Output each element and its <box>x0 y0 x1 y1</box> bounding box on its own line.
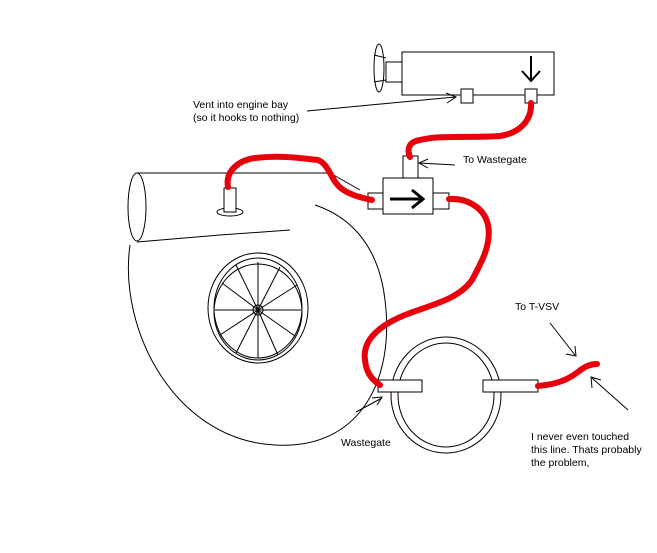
to-wastegate-text: To Wastegate <box>463 154 527 166</box>
problem-note: I never even touched this line. Thats pr… <box>531 431 642 470</box>
vent-label: Vent into engine bay (so it hooks to not… <box>193 99 299 125</box>
vent-label-line2: (so it hooks to nothing) <box>193 112 300 124</box>
hose-valve-to-wastegate <box>361 195 492 388</box>
vsv-solenoid <box>373 43 555 104</box>
to-wastegate-label: To Wastegate <box>463 154 527 167</box>
check-valve <box>367 155 450 215</box>
vacuum-hoses <box>224 100 600 389</box>
hose-wastegate-to-tvsv <box>535 361 600 389</box>
note-line3: the problem, <box>531 457 590 469</box>
note-line1: I never even touched <box>531 431 630 443</box>
turbo-port <box>216 187 244 217</box>
annotation-arrows <box>306 92 629 413</box>
to-tvsv-text: To T-VSV <box>515 301 560 313</box>
compressor-wheel <box>207 252 309 364</box>
hose-vsv-to-valve <box>405 100 535 160</box>
wastegate-label: Wastegate <box>341 437 391 450</box>
to-tvsv-label: To T-VSV <box>515 301 559 314</box>
note-line2: this line. Thats probably <box>531 444 642 456</box>
wastegate-actuator <box>377 336 539 454</box>
vent-label-line1: Vent into engine bay <box>193 99 289 111</box>
turbo-housing <box>127 172 388 446</box>
hose-turbo-to-valve <box>224 153 375 203</box>
wastegate-text: Wastegate <box>341 437 391 449</box>
